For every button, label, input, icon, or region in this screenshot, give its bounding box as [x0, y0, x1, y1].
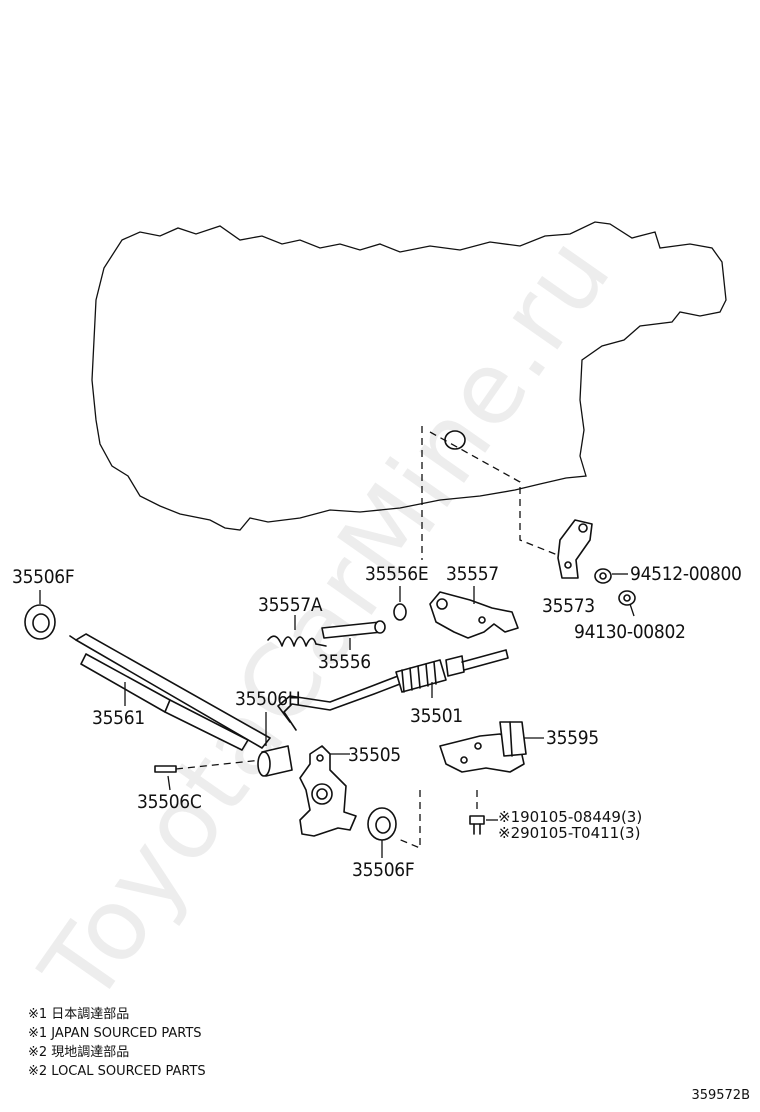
bracket-35595 — [439, 721, 527, 773]
leader-94130 — [629, 603, 635, 617]
spring-35557A — [267, 635, 327, 647]
label-35595: 35595 — [546, 727, 599, 749]
leader-35506C — [167, 775, 171, 791]
dashed-leader-bracket — [429, 431, 561, 557]
transmission-outline — [91, 221, 727, 531]
label-35561: 35561 — [92, 707, 145, 729]
e-ring-35556E — [393, 603, 407, 621]
label-90105-T0411: ※290105-T0411(3) — [498, 824, 640, 842]
footnotes: ※1 日本調達部品 ※1 JAPAN SOURCED PARTS ※2 現地調達… — [28, 1005, 206, 1081]
dashed-pin — [175, 759, 263, 770]
pin-35556 — [321, 620, 386, 639]
label-94512-00800: 94512-00800 — [630, 563, 742, 585]
oil-seal-35506F-top — [24, 604, 56, 640]
label-35501: 35501 — [410, 705, 463, 727]
label-35506H: 35506H — [235, 688, 300, 710]
note-1-en: ※1 JAPAN SOURCED PARTS — [28, 1026, 202, 1041]
label-35556E: 35556E — [365, 563, 428, 585]
label-35557: 35557 — [446, 563, 499, 585]
nut-94512-00800 — [594, 568, 612, 584]
bolt-90105 — [469, 815, 485, 835]
dashed-seal-bottom — [395, 790, 421, 849]
label-35506C: 35506C — [137, 791, 202, 813]
note-1-jp: ※1 日本調達部品 — [28, 1007, 130, 1022]
pin-35506C — [154, 765, 177, 773]
label-35556: 35556 — [318, 651, 371, 673]
label-35505: 35505 — [348, 744, 401, 766]
nut-94130-00802 — [618, 590, 636, 606]
label-35557A: 35557A — [258, 594, 323, 616]
oil-seal-35506F-bottom — [367, 807, 397, 841]
label-35506F-top: 35506F — [12, 566, 74, 588]
collar-35506H — [257, 745, 293, 777]
parking-rod-35501 — [277, 649, 509, 731]
manual-lever-35505 — [299, 745, 357, 837]
watermark: ToyotaCarMine.ru — [18, 215, 634, 1025]
label-90105-08449: ※190105-08449(3) — [498, 808, 642, 826]
bracket-35573 — [557, 519, 593, 579]
label-35573: 35573 — [542, 595, 595, 617]
note-2-jp: ※2 現地調達部品 — [28, 1045, 130, 1060]
diagram-code: 359572B — [691, 1088, 750, 1103]
detent-lever-35557 — [429, 591, 519, 639]
label-35506F-bottom: 35506F — [352, 859, 414, 881]
label-94130-00802: 94130-00802 — [574, 621, 686, 643]
note-2-en: ※2 LOCAL SOURCED PARTS — [28, 1064, 206, 1079]
